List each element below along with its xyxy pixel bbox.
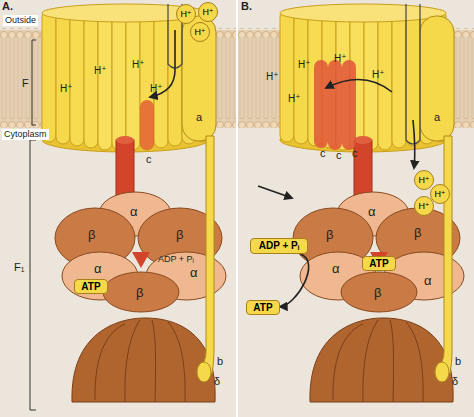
- part-label: B.: [241, 1, 252, 12]
- part-label: H⁺: [150, 84, 163, 94]
- proton-circle: H⁺: [176, 4, 196, 24]
- part-label: F₁: [14, 262, 24, 273]
- part-label: c: [352, 148, 358, 159]
- part-label: Outside: [3, 15, 38, 26]
- molecule-box: ADP + Pᵢ: [250, 238, 308, 254]
- part-label: F: [22, 78, 29, 89]
- part-label: ADP + Pᵢ: [158, 255, 194, 264]
- molecule-box: ATP: [74, 279, 108, 294]
- node-text: ATP: [369, 259, 388, 269]
- part-label: A.: [2, 1, 13, 12]
- part-label: H⁺: [60, 84, 73, 94]
- part-label: α: [130, 205, 138, 218]
- part-label: Cytoplasm: [2, 129, 49, 140]
- part-label: H⁺: [132, 60, 145, 70]
- node-text: H⁺: [418, 176, 429, 185]
- proton-circle: H⁺: [198, 2, 218, 22]
- node-text: H⁺: [418, 202, 429, 211]
- node-text: H⁺: [202, 8, 213, 17]
- part-label: β: [326, 228, 333, 241]
- node-text: ATP: [81, 282, 100, 292]
- part-label: H⁺: [288, 94, 301, 104]
- part-label: β: [374, 286, 381, 299]
- part-label: β: [414, 226, 421, 239]
- molecule-box: ATP: [246, 300, 280, 315]
- part-label: α: [368, 205, 376, 218]
- part-label: c: [146, 154, 152, 165]
- part-label: δ: [214, 376, 220, 387]
- part-label: a: [434, 112, 440, 123]
- node-text: H⁺: [194, 28, 205, 37]
- node-text: ATP: [253, 303, 272, 313]
- part-label: β: [136, 286, 143, 299]
- part-label: δ: [452, 376, 458, 387]
- part-label: c: [320, 148, 326, 159]
- part-label: b: [217, 356, 223, 367]
- node-text: ADP + Pᵢ: [259, 241, 299, 251]
- molecule-box: ATP: [362, 256, 396, 271]
- node-text: H⁺: [180, 10, 191, 19]
- part-label: a: [196, 112, 202, 123]
- part-label: H⁺: [372, 70, 385, 80]
- part-label: α: [332, 262, 340, 275]
- part-label: α: [94, 262, 102, 275]
- part-label: β: [176, 228, 183, 241]
- part-label: b: [455, 356, 461, 367]
- part-label: α: [424, 274, 432, 287]
- reaction-arrow: [280, 254, 309, 307]
- part-label: α: [190, 266, 198, 279]
- part-label: c: [336, 150, 342, 161]
- part-label: H⁺: [334, 54, 347, 64]
- part-label: H⁺: [266, 72, 279, 82]
- part-label: H⁺: [94, 66, 107, 76]
- part-label: H⁺: [298, 60, 311, 70]
- part-label: β: [88, 228, 95, 241]
- proton-circle: H⁺: [414, 196, 434, 216]
- proton-circle: H⁺: [190, 22, 210, 42]
- node-text: H⁺: [434, 190, 445, 199]
